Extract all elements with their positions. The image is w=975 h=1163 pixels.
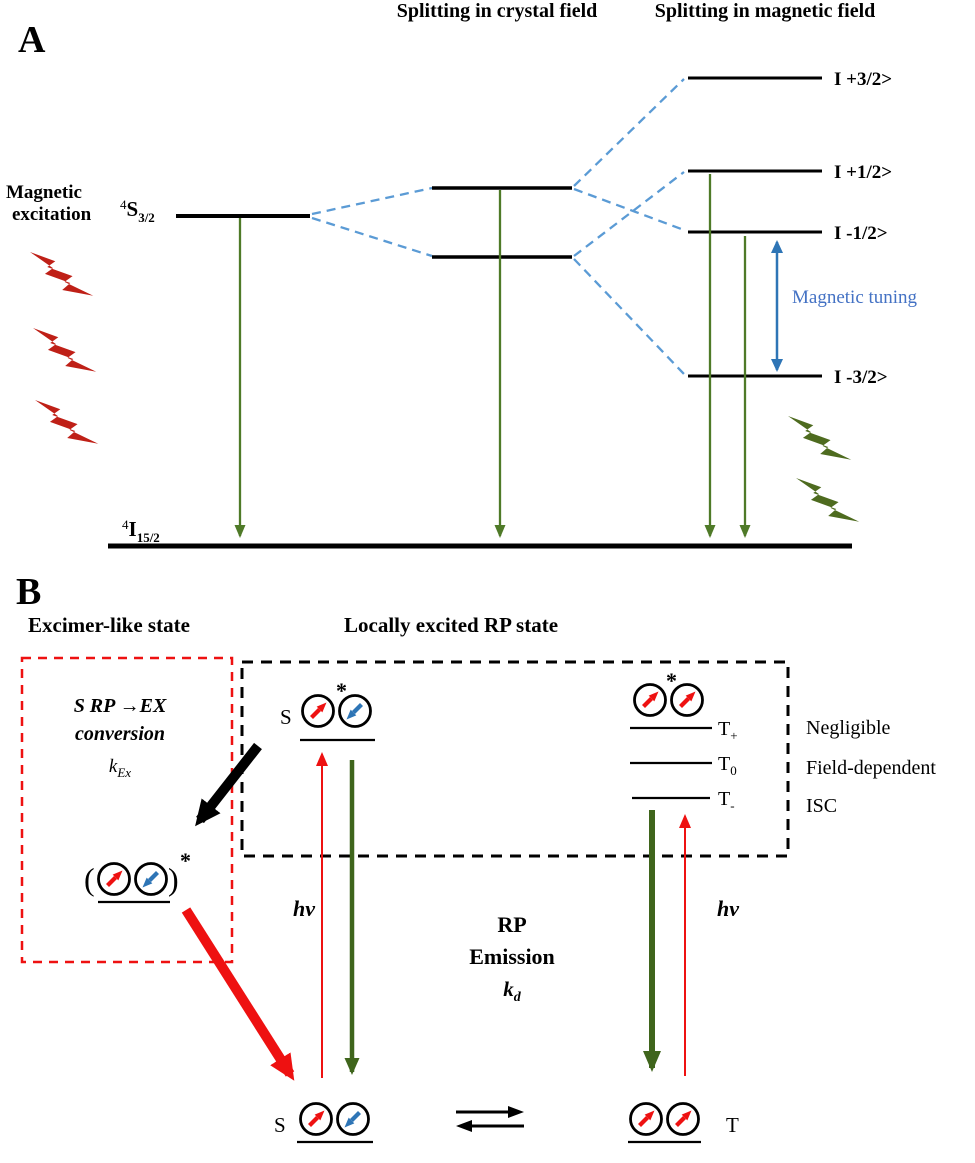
hv-left-label: hν (293, 896, 315, 921)
crystal-split-dash-upper (311, 186, 433, 216)
ground-state-label: 4I15/2 (122, 517, 160, 545)
equilibrium-icon (456, 1106, 524, 1132)
triplet-minus-label: T- (718, 788, 735, 813)
singlet-bottom-label: S (274, 1113, 286, 1137)
spin-up-red-icon (668, 1104, 699, 1135)
spin-down-blue-icon (340, 696, 371, 727)
triplet-zero-label: T0 (718, 753, 737, 778)
rp-dashed-box (240, 660, 790, 858)
k-d-label: kd (503, 977, 522, 1005)
magnetic-split-dash-1 (573, 78, 685, 187)
magnetic-tuning-label: Magnetic tuning (792, 287, 918, 308)
zeeman-level-m32-label: I -3/2> (834, 367, 888, 388)
conversion-label-line1: S RP →EX (74, 695, 167, 717)
excimer-dashed-box (20, 656, 234, 964)
crystal-field-header: Splitting in crystal field (397, 0, 598, 22)
red-lightning-icon-1 (30, 252, 94, 296)
field-dependent-label: Field-dependent (806, 757, 936, 779)
panel-a-label: A (18, 19, 46, 61)
excimer-decay-arrow (181, 907, 295, 1081)
conversion-label-line2: conversion (75, 723, 165, 745)
excimer-paren-open: ( (84, 861, 95, 897)
zeeman-level-p12-label: I +1/2> (834, 162, 892, 183)
isc-label: ISC (806, 795, 837, 817)
singlet-top-label: S (280, 705, 292, 729)
negligible-label: Negligible (806, 717, 891, 739)
magnetic-split-dash-2 (573, 187, 685, 232)
excited-asterisk-triplet: * (666, 668, 677, 693)
zeeman-level-m12-label: I -1/2> (834, 223, 888, 244)
spin-up-red-icon (301, 1104, 332, 1135)
spin-up-red-icon (631, 1104, 662, 1135)
red-lightning-icon-2 (33, 328, 97, 372)
panel-b: B Excimer-like state Locally excited RP … (16, 571, 936, 1144)
spin-up-red-icon (672, 685, 703, 716)
spin-down-blue-icon (136, 864, 167, 895)
green-lightning-icon-2 (796, 478, 860, 522)
magnetic-excitation-label-line2: excitation (12, 204, 92, 225)
rp-emission-label-line2: Emission (469, 944, 555, 969)
excimer-state-title: Excimer-like state (28, 613, 190, 637)
crystal-split-dash-lower (311, 216, 433, 258)
green-lightning-icon-1 (788, 416, 852, 460)
hv-right-label: hν (717, 896, 739, 921)
rp-emission-label-line1: RP (497, 912, 526, 937)
magnetic-field-header: Splitting in magnetic field (655, 0, 876, 22)
rp-state-title: Locally excited RP state (344, 613, 558, 637)
spin-down-blue-icon (338, 1104, 369, 1135)
excited-state-label: 4S3/2 (120, 197, 155, 225)
triplet-bottom-label: T (726, 1113, 739, 1137)
panel-a: A Splitting in crystal field Splitting i… (6, 0, 918, 549)
zeeman-level-p32-label: I +3/2> (834, 69, 892, 90)
magnetic-excitation-label-line1: Magnetic (6, 182, 82, 203)
excited-asterisk-top-s: * (336, 678, 347, 703)
excimer-paren-close: ) (168, 861, 179, 897)
spin-up-red-icon (303, 696, 334, 727)
triplet-plus-label: T+ (718, 718, 738, 743)
conversion-arrow (195, 742, 262, 827)
k-ex-label: kEx (109, 756, 131, 780)
spin-up-red-icon (99, 864, 130, 895)
spin-up-red-icon (635, 685, 666, 716)
magnetic-split-dash-4 (573, 258, 685, 375)
excited-asterisk-excimer: * (180, 848, 191, 873)
panel-b-label: B (16, 571, 41, 613)
red-lightning-icon-3 (35, 400, 99, 444)
magnetic-split-dash-3 (573, 171, 685, 257)
